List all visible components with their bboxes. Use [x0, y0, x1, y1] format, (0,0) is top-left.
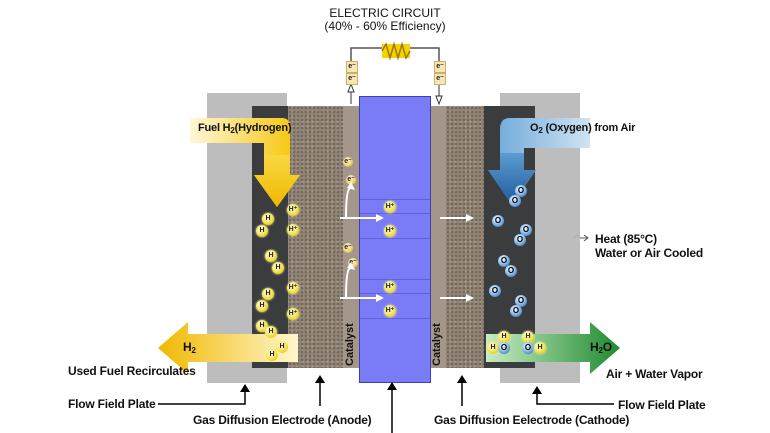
- electron-down-arrow-icon: [435, 84, 443, 106]
- h2o-subscript: 2: [598, 346, 603, 355]
- circuit-title: ELECTRIC CIRCUIT: [329, 6, 441, 20]
- cathode-label: Gas Diffusion Eelectrode (Cathode): [434, 413, 630, 427]
- hydrogen-atom: H: [262, 213, 274, 225]
- oxygen-atom: O: [489, 285, 501, 297]
- proton-particle: H⁺: [287, 224, 299, 236]
- pointer-flow-plate-left: [158, 390, 246, 405]
- oxygen-atom: O: [505, 265, 517, 277]
- hydrogen-atom: H: [256, 225, 268, 237]
- pointer-flow-plate-right: [536, 392, 614, 405]
- h2o-rest: O: [602, 340, 612, 354]
- hydrogen-atom: H: [276, 341, 288, 353]
- oxygen-atom: O: [514, 234, 526, 246]
- anode-label: Gas Diffusion Electrode (Anode): [193, 413, 372, 427]
- fuel-inlet-arrow: [190, 118, 300, 207]
- electron-box: e⁻: [434, 73, 446, 85]
- proton-in-membrane: H⁺: [384, 281, 396, 293]
- resistor-icon: [381, 41, 411, 61]
- electron-box: e⁻: [346, 73, 358, 85]
- electron-up-arrow-icon: [347, 82, 355, 104]
- oxygen-inlet-label: O2 (Oxygen) from Air: [530, 122, 635, 135]
- proton-in-membrane: H⁺: [384, 225, 396, 237]
- fuel-label-subscript: 2: [230, 126, 235, 135]
- gas-diffusion-electrode-cathode: [446, 106, 484, 368]
- heat-label: Heat (85°C): [595, 232, 657, 246]
- h2-text: H: [183, 340, 192, 354]
- electron-particle: e⁻: [346, 175, 356, 185]
- hydrogen-atom: H: [262, 288, 274, 300]
- cooling-label: Water or Air Cooled: [595, 246, 703, 260]
- membrane-channel-line: [360, 238, 430, 239]
- hydrogen-atom: H: [272, 262, 284, 274]
- hydrogen-atom: H: [266, 349, 278, 361]
- oxygen-inlet-arrow: [488, 118, 590, 205]
- hydrogen-outlet-label: H2: [183, 340, 196, 355]
- membrane-channel-line: [360, 199, 430, 200]
- water-hydrogen-atom: H: [522, 331, 534, 343]
- heat-arrow-icon: [573, 234, 589, 242]
- proton-particle: H⁺: [287, 308, 299, 320]
- membrane-channel-line: [360, 293, 430, 294]
- oxygen-label-subscript: 2: [538, 126, 543, 135]
- electron-box: e⁻: [346, 61, 358, 73]
- proton-particle: H⁺: [287, 204, 299, 216]
- ion-flow-arrows: [340, 182, 474, 302]
- air-water-vapor-label: Air + Water Vapor: [606, 367, 703, 381]
- gas-diffusion-electrode-anode: [288, 106, 343, 368]
- oxygen-atom: O: [498, 255, 510, 267]
- oxygen-label-rest: (Oxygen) from Air: [542, 122, 636, 134]
- membrane-channel-line: [360, 279, 430, 280]
- oxygen-atom: O: [509, 195, 521, 207]
- oxygen-atom: O: [520, 224, 532, 236]
- electron-path-arrow: [345, 267, 351, 299]
- oxygen-label-text: O: [530, 122, 539, 134]
- electron-path-arrow: [345, 187, 351, 219]
- membrane-channel-line: [360, 213, 430, 214]
- proton-in-membrane: H⁺: [384, 201, 396, 213]
- fuel-inlet-label: Fuel H2(Hydrogen): [198, 122, 292, 135]
- water-oxygen-atom: O: [522, 342, 534, 354]
- hydrogen-outlet-arrow: [158, 322, 298, 374]
- electric-circuit: [347, 41, 443, 106]
- fuel-label-rest: (Hydrogen): [234, 122, 292, 134]
- proton-particle: H⁺: [287, 282, 299, 294]
- oxygen-atom: O: [510, 305, 522, 317]
- fuel-label-text: Fuel H: [198, 122, 231, 134]
- circuit-efficiency: (40% - 60% Efficiency): [324, 19, 446, 33]
- electron-particle: e⁻: [343, 243, 353, 253]
- hydrogen-atom: H: [265, 326, 277, 338]
- oxygen-atom: O: [515, 295, 527, 307]
- used-fuel-label: Used Fuel Recirculates: [68, 364, 196, 378]
- proton-in-membrane: H⁺: [384, 305, 396, 317]
- hydrogen-atom: H: [265, 250, 277, 262]
- electron-particle: e⁻: [343, 157, 353, 167]
- water-outlet-arrow: [486, 322, 620, 374]
- oxygen-atom: O: [492, 215, 504, 227]
- water-hydrogen-atom: H: [498, 331, 510, 343]
- electron-particle: e⁻: [348, 258, 358, 268]
- h2-subscript: 2: [191, 346, 196, 355]
- proton-exchange-membrane: [359, 96, 431, 383]
- membrane-channel-line: [360, 318, 430, 319]
- catalyst-layer-anode: [343, 106, 359, 368]
- water-hydrogen-atom: H: [534, 342, 546, 354]
- h2o-text: H: [590, 340, 599, 354]
- catalyst-layer-cathode: [430, 106, 446, 368]
- water-oxygen-atom: O: [498, 342, 510, 354]
- oxygen-atom: O: [515, 185, 527, 197]
- electron-box: e⁻: [434, 61, 446, 73]
- flow-field-plate-left-label: Flow Field Plate: [68, 397, 156, 411]
- water-outlet-label: H2O: [590, 340, 612, 355]
- flow-field-plate-right-label: Flow Field Plate: [618, 398, 706, 412]
- water-hydrogen-atom: H: [487, 342, 499, 354]
- hydrogen-atom: H: [256, 300, 268, 312]
